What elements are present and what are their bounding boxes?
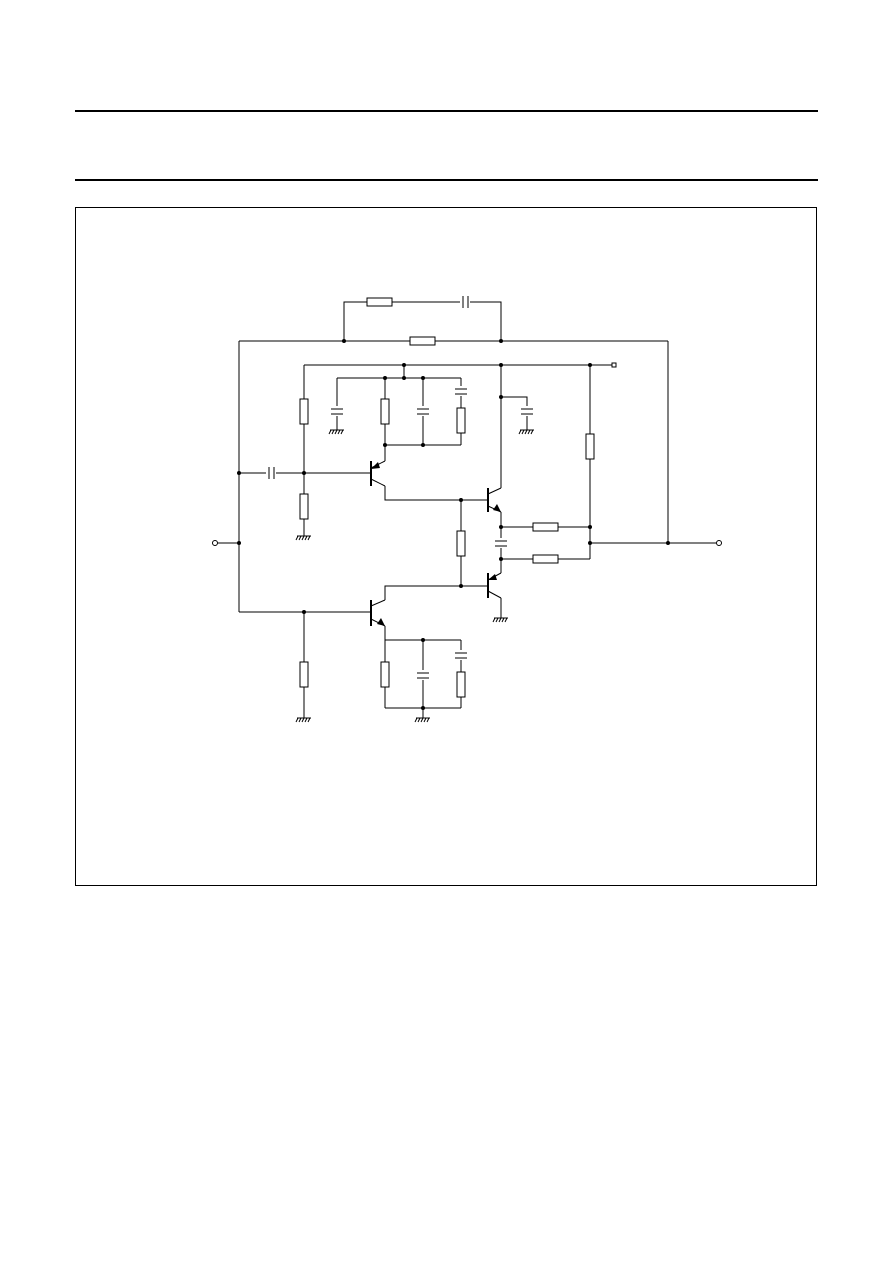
header-rule-top xyxy=(75,110,818,112)
ground-icon xyxy=(328,429,344,435)
terminal-input xyxy=(212,540,218,546)
resistor-emitter-q2 xyxy=(380,661,390,688)
capacitor-output-bridge xyxy=(495,538,507,548)
capacitor-feedback xyxy=(460,296,470,308)
capacitor-rc-q1 xyxy=(455,386,467,396)
capacitor-input-coupling xyxy=(266,467,276,479)
ground-icon xyxy=(295,535,311,541)
resistor-rc-q1 xyxy=(456,407,466,434)
resistor-bias-lower xyxy=(299,493,309,520)
capacitor-decoupling-1 xyxy=(331,406,343,416)
resistor-bias-q2 xyxy=(299,661,309,688)
resistor-feedback-series xyxy=(366,297,393,307)
transistor-q2 xyxy=(370,599,386,627)
capacitor-decoupling-2 xyxy=(417,406,429,416)
capacitors xyxy=(266,296,533,680)
capacitor-q3-decoupling xyxy=(521,406,533,416)
transistor-q4 xyxy=(487,572,502,599)
resistor-feedback-main xyxy=(409,336,436,346)
figure-frame xyxy=(75,207,817,886)
ground-symbols xyxy=(295,429,534,723)
resistor-supply-right xyxy=(585,433,595,460)
resistor-emitter-q1 xyxy=(380,398,390,425)
junction-dots xyxy=(237,339,670,710)
resistor-rc-q2 xyxy=(456,671,466,698)
ground-icon xyxy=(492,617,508,623)
header-rule-bottom xyxy=(75,179,818,181)
resistors xyxy=(299,297,595,698)
transistor-q3 xyxy=(487,487,502,513)
resistor-interstage xyxy=(456,530,466,557)
resistor-output-lower xyxy=(532,554,559,564)
resistor-bias-upper xyxy=(299,398,309,425)
transistor-q1 xyxy=(370,460,386,487)
resistor-output-upper xyxy=(532,522,559,532)
ground-icon xyxy=(295,717,311,723)
capacitor-rc-q2 xyxy=(455,650,467,660)
ground-icon xyxy=(518,429,534,435)
capacitor-emitter-q2 xyxy=(417,670,429,680)
terminal-output xyxy=(716,540,722,546)
ground-icon xyxy=(414,717,430,723)
terminal-supply xyxy=(611,362,617,368)
